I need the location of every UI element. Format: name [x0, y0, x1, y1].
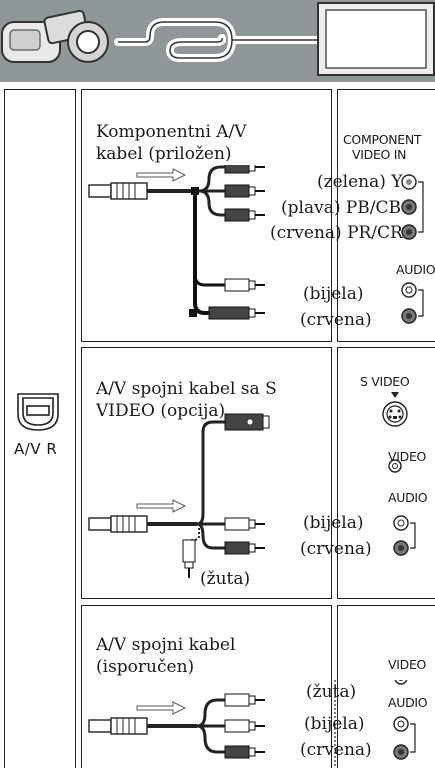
- header-illustration: [1, 2, 435, 76]
- multi-connector-icon: [88, 515, 148, 533]
- port-label: A/V R: [14, 440, 58, 458]
- rca-plug-white-icon: [224, 278, 265, 292]
- rca-plug-white-icon: [224, 517, 265, 531]
- direction-arrow-icon: [136, 701, 187, 715]
- s2-plug-label-yellow: (žuta): [200, 569, 251, 589]
- section-2-input-box: [337, 347, 435, 599]
- rca-plug-red-icon: [224, 541, 265, 555]
- jack-pr-icon: [401, 224, 417, 240]
- plug-label-red-pr: (crvena) PR/CR: [270, 223, 403, 243]
- jack-audio-white-icon: [393, 716, 409, 732]
- section-3-title-line-1: A/V spojni kabel: [96, 635, 236, 655]
- jack-audio-red-icon: [393, 540, 409, 556]
- s-video-label: S VIDEO: [360, 374, 410, 389]
- s3-plug-label-red: (crvena): [300, 740, 372, 760]
- multi-connector-icon: [88, 717, 148, 735]
- s-video-jack-icon: [382, 392, 408, 427]
- av-r-jack-icon: [17, 393, 59, 431]
- section-3-input-box: [337, 605, 435, 768]
- s2-plug-label-white: (bijela): [303, 513, 364, 533]
- rca-plug-red-icon: [224, 208, 265, 222]
- rca-plug-red-audio-icon: [208, 306, 265, 320]
- rca-plug-yellow-icon: [182, 539, 196, 578]
- section-3-audio-label: AUDIO: [388, 695, 428, 710]
- rca-plug-white-icon: [224, 719, 265, 733]
- cable-icon: [114, 18, 322, 62]
- rca-plug-red-icon: [224, 745, 265, 759]
- jack-audio-red-icon: [401, 308, 417, 324]
- s3-plug-label-yellow: (žuta): [306, 682, 357, 702]
- tv-icon: [317, 2, 435, 76]
- jack-pb-icon: [401, 199, 417, 215]
- plug-label-green-y: (zelena) Y: [317, 172, 403, 192]
- s2-plug-label-red: (crvena): [300, 539, 372, 559]
- section-2-title-line-1: A/V spojni kabel sa S: [96, 379, 277, 399]
- section-2-audio-label: AUDIO: [388, 490, 428, 505]
- av-cable-diagram: [88, 680, 416, 768]
- plug-label-white-audio: (bijela): [303, 284, 364, 304]
- section-1-cable-box: [81, 89, 332, 342]
- s3-plug-label-white: (bijela): [304, 714, 365, 734]
- jack-y-icon: [401, 174, 417, 190]
- plug-label-red-audio: (crvena): [300, 310, 372, 330]
- s-video-cable-diagram: [88, 392, 416, 578]
- section-1-input-box: [337, 89, 435, 342]
- jack-audio-red-icon: [393, 744, 409, 760]
- plug-label-blue-pb: (plava) PB/CB: [281, 198, 402, 218]
- rca-plug-blue-icon: [224, 184, 265, 198]
- direction-arrow-icon: [136, 499, 187, 513]
- rca-plug-yellow-icon: [224, 693, 265, 707]
- section-1-title-line-2: kabel (priložen): [96, 144, 232, 164]
- jack-audio-white-icon: [393, 515, 409, 531]
- section-1-audio-label: AUDIO: [396, 262, 435, 277]
- multi-connector-icon: [88, 182, 148, 200]
- component-video-in-label-2: VIDEO IN: [352, 147, 407, 162]
- s-video-plug-icon: [224, 413, 270, 431]
- jack-video-icon: [394, 680, 408, 685]
- component-video-in-label-1: COMPONENT: [343, 132, 422, 147]
- component-cable-diagram: [88, 165, 424, 324]
- section-3-video-label: VIDEO: [388, 657, 427, 672]
- section-2-title-line-2: VIDEO (opcija): [96, 401, 226, 421]
- direction-arrow-icon: [136, 168, 187, 182]
- jack-video-icon: [388, 459, 402, 473]
- jack-audio-white-icon: [401, 282, 417, 298]
- section-3-title-line-2: (isporučen): [96, 657, 195, 677]
- camcorder-icon: [1, 9, 109, 63]
- section-2-cable-box: [81, 347, 332, 599]
- section-1-title-line-1: Komponentni A/V: [96, 122, 247, 142]
- rca-plug-green-icon: [224, 165, 265, 174]
